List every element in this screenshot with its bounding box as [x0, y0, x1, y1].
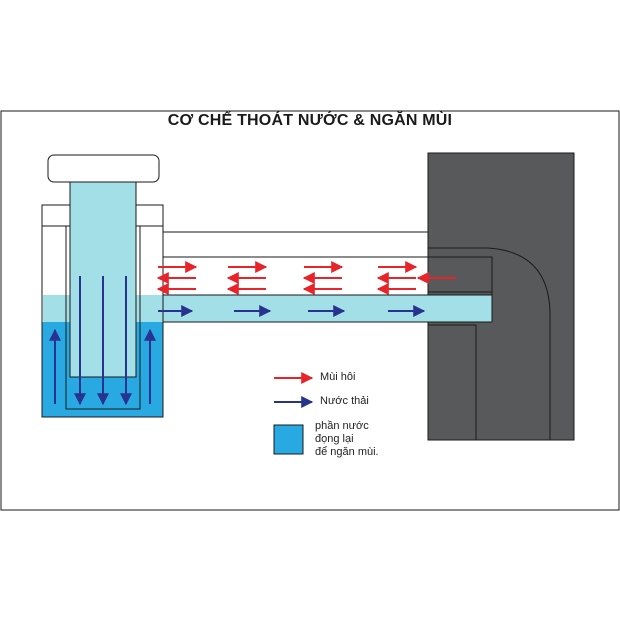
- water-flow-arrows: [49, 276, 426, 406]
- legend-water-label: Nước thải: [320, 395, 369, 407]
- legend-trap-water-line-2: đọng lại: [315, 433, 354, 445]
- odor-flow-arrows: [156, 261, 456, 295]
- legend-odor-label: Mùi hôi: [320, 371, 356, 383]
- legend-trap-water-line-3: để ngăn mùi.: [315, 446, 379, 458]
- drain-pipe: [140, 231, 493, 323]
- diagram-border: [0, 110, 620, 511]
- diagram-title: CƠ CHẾ THOÁT NƯỚC & NGĂN MÙI: [167, 112, 453, 129]
- legend-trap-water-line-1: phần nước: [315, 420, 369, 432]
- water-swatch-icon: [273, 424, 304, 455]
